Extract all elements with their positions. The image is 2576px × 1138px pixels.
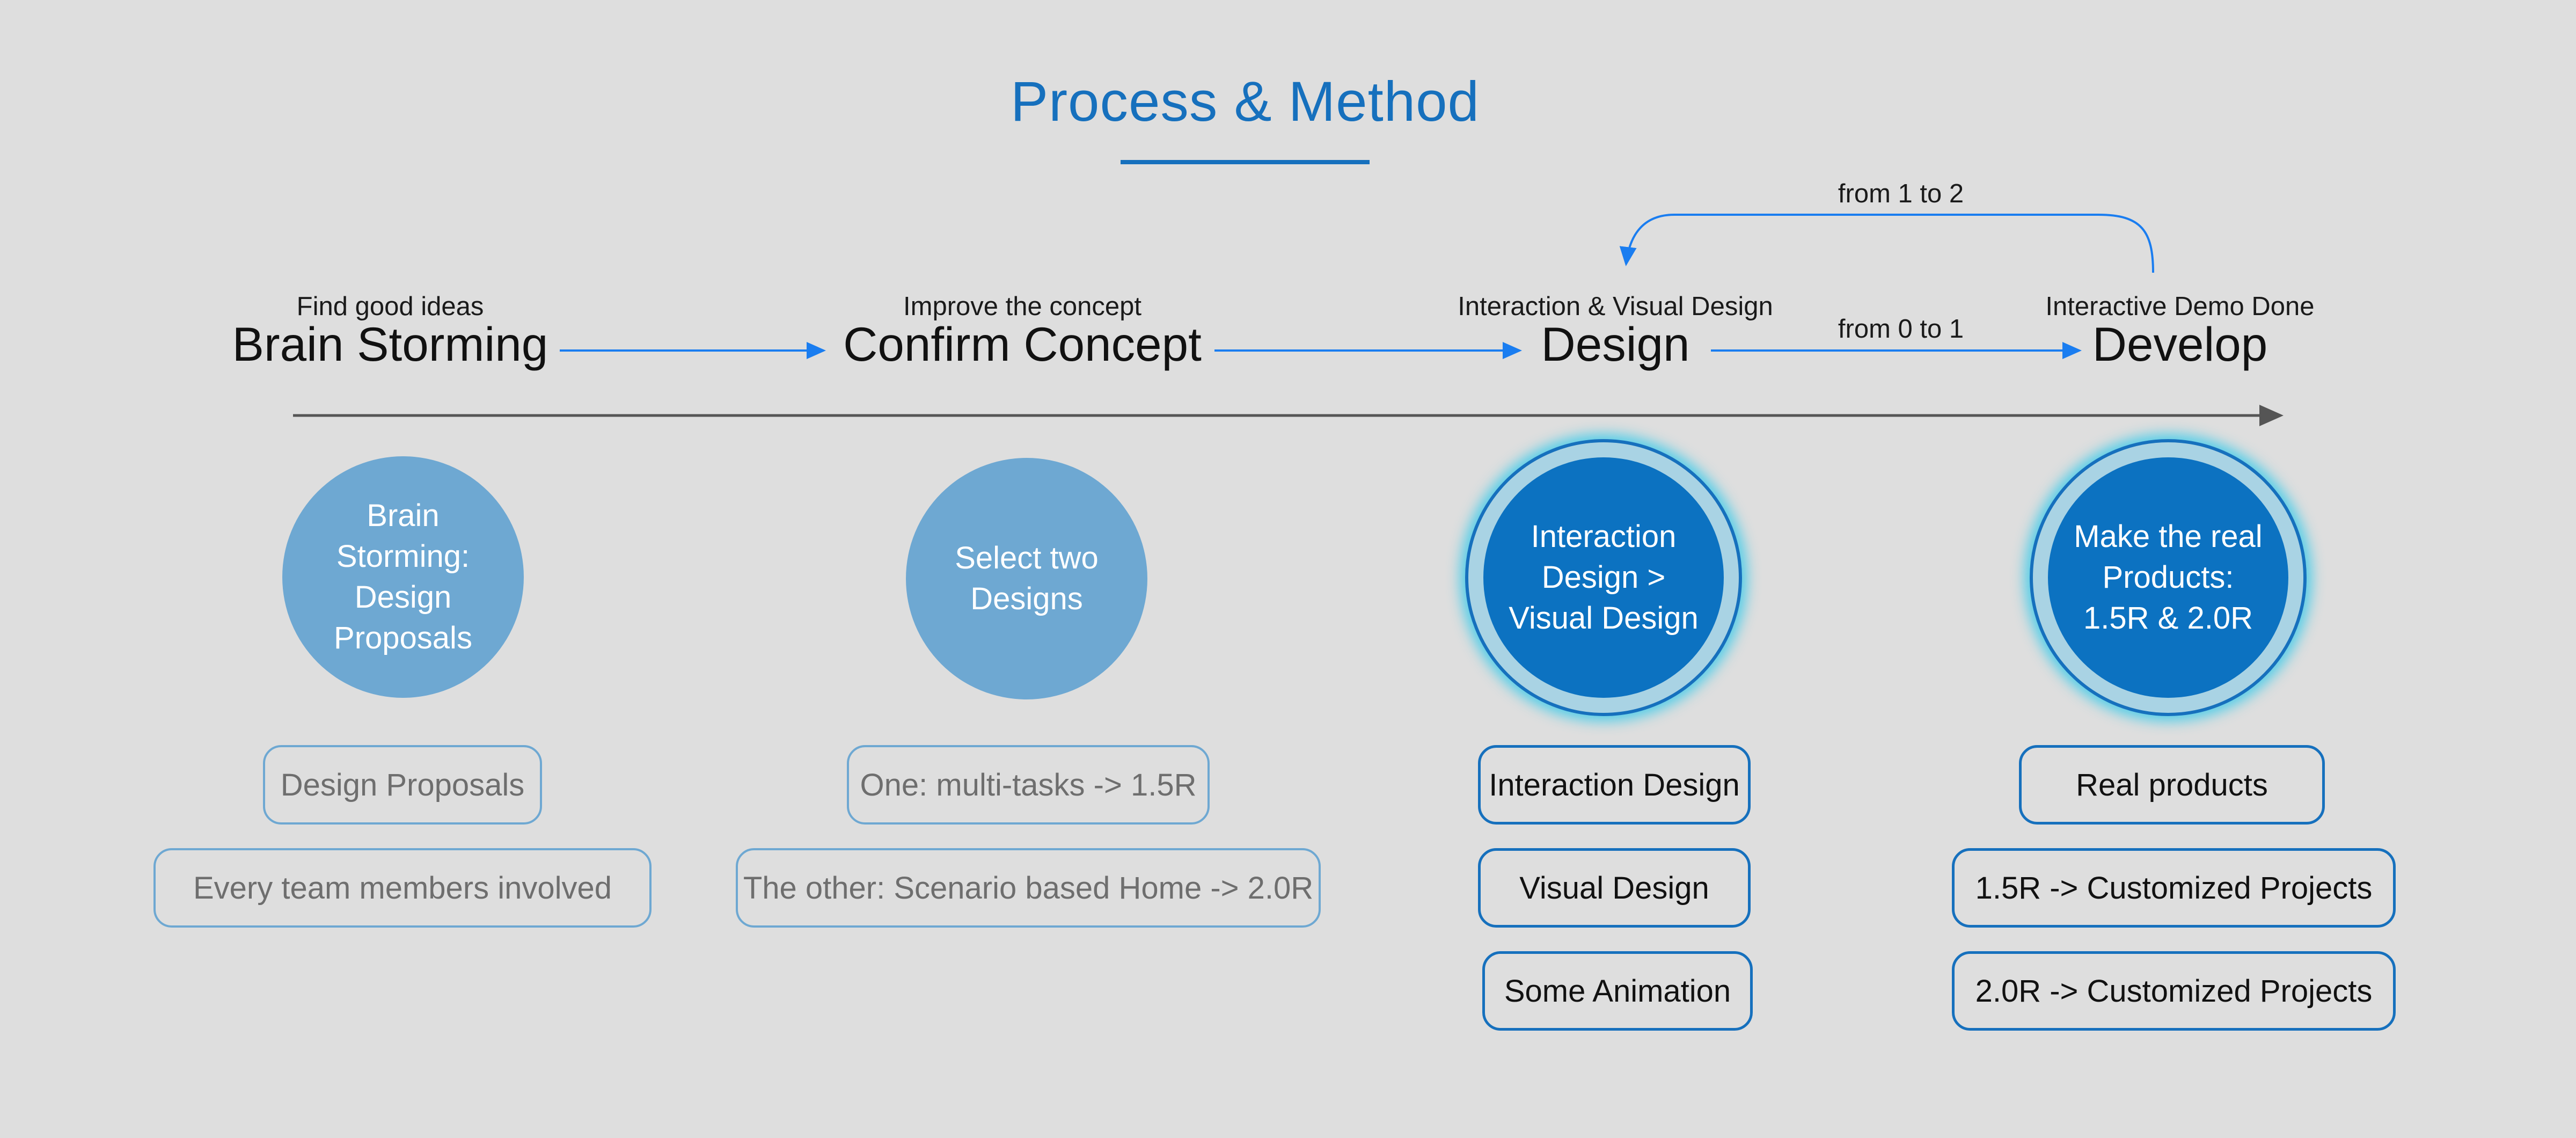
circle-develop: Make the real Products: 1.5R & 2.0R [2048, 457, 2288, 698]
detail-pill-confirm-2: The other: Scenario based Home -> 2.0R [736, 848, 1321, 928]
stage-name-confirm-concept: Confirm Concept [843, 317, 1202, 371]
detail-pill-develop-3: 2.0R -> Customized Projects [1952, 951, 2396, 1031]
edge-label-forward: from 0 to 1 [1838, 315, 1964, 344]
detail-pill-develop-1: Real products [2019, 745, 2325, 825]
detail-pill-brainstorming-1: Design Proposals [263, 745, 542, 825]
detail-pill-brainstorming-2: Every team members involved [153, 848, 652, 928]
circle-brainstorming: Brain Storming: Design Proposals [282, 456, 524, 698]
detail-pill-design-3: Some Animation [1482, 951, 1753, 1031]
circle-line: Designs [970, 581, 1083, 616]
stage-name-develop: Develop [2092, 317, 2268, 371]
circle-design: Interaction Design > Visual Design [1483, 457, 1724, 698]
circle-line: Make the real [2074, 519, 2263, 554]
circle-line: Visual Design [1509, 601, 1699, 636]
circle-line: Design [354, 580, 452, 615]
edge-label-loop: from 1 to 2 [1838, 179, 1964, 208]
stage-name-design: Design [1541, 317, 1690, 371]
circle-line: Interaction [1531, 519, 1677, 554]
circle-line: Select two [955, 541, 1099, 575]
circle-line: Storming: [336, 539, 470, 574]
stage-caption-develop: Interactive Demo Done [2045, 292, 2315, 321]
detail-pill-develop-2: 1.5R -> Customized Projects [1952, 848, 2396, 928]
title-underline [1121, 160, 1370, 164]
stage-name-brainstorming: Brain Storming [232, 317, 548, 371]
detail-pill-confirm-1: One: multi-tasks -> 1.5R [847, 745, 1210, 825]
circle-line: 1.5R & 2.0R [2083, 601, 2253, 636]
detail-pill-design-1: Interaction Design [1478, 745, 1751, 825]
loop-arrow-develop-to-design [1619, 214, 2154, 273]
detail-pill-design-2: Visual Design [1478, 848, 1751, 928]
circle-line: Products: [2102, 560, 2234, 595]
stage-caption-design: Interaction & Visual Design [1458, 292, 1773, 321]
stage-caption-brainstorming: Find good ideas [296, 292, 484, 321]
circle-confirm-concept: Select two Designs [906, 458, 1147, 699]
circle-line: Brain [367, 498, 440, 533]
circle-line: Proposals [334, 621, 472, 655]
circle-line: Design > [1541, 560, 1666, 595]
page-title: Process & Method [1011, 70, 1480, 133]
stage-caption-confirm-concept: Improve the concept [903, 292, 1141, 321]
